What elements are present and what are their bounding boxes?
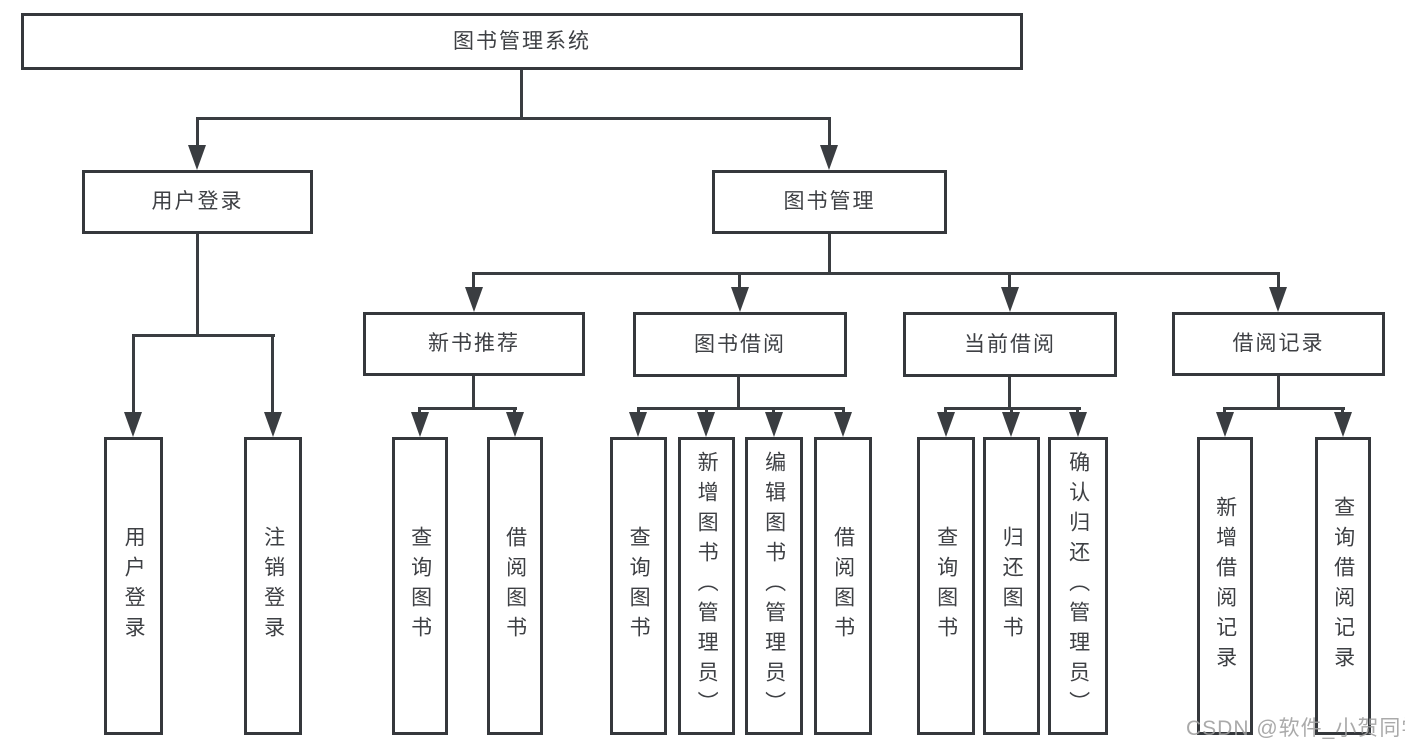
- node-label: 当前借阅: [964, 332, 1056, 356]
- node-book-borrow: 图书借阅: [633, 312, 847, 377]
- arrow-down-icon: [188, 145, 206, 170]
- arrow-down-icon: [264, 412, 282, 437]
- arrow-down-icon: [411, 412, 429, 437]
- node-label: 借阅图书: [831, 526, 855, 646]
- connector-line: [1076, 407, 1079, 416]
- connector-line: [196, 234, 199, 337]
- connector-line: [196, 117, 831, 120]
- node-book-management-module: 图书管理: [712, 170, 947, 234]
- connector-line: [1277, 272, 1280, 292]
- connector-line: [1277, 376, 1280, 409]
- arrow-down-icon: [506, 412, 524, 437]
- node-label: 新增借阅记录: [1213, 496, 1237, 676]
- leaf-query-borrow-record: 查询借阅记录: [1315, 437, 1371, 735]
- connector-line: [520, 69, 523, 119]
- connector-line: [418, 407, 421, 416]
- arrow-down-icon: [1002, 412, 1020, 437]
- node-label: 查询图书: [408, 526, 432, 646]
- leaf-add-books-admin: 新增图书（管理员）: [678, 437, 735, 735]
- connector-line: [705, 407, 708, 416]
- connector-line: [418, 407, 517, 410]
- node-label: 查询图书: [934, 526, 958, 646]
- arrow-down-icon: [937, 412, 955, 437]
- csdn-watermark: CSDN @软件_小贺同学: [1186, 717, 1405, 740]
- arrow-down-icon: [124, 412, 142, 437]
- leaf-borrow-books: 借阅图书: [814, 437, 872, 735]
- connector-line: [772, 407, 775, 416]
- node-label: 确认归还（管理员）: [1066, 451, 1090, 721]
- connector-line: [1223, 407, 1345, 410]
- node-borrow-records: 借阅记录: [1172, 312, 1385, 376]
- leaf-logout: 注销登录: [244, 437, 302, 735]
- leaf-query-books-current: 查询图书: [917, 437, 975, 735]
- leaf-query-books-recommend: 查询图书: [392, 437, 448, 735]
- connector-line: [271, 334, 274, 416]
- arrow-down-icon: [1216, 412, 1234, 437]
- connector-line: [828, 117, 831, 149]
- arrow-down-icon: [1334, 412, 1352, 437]
- connector-line: [637, 407, 640, 416]
- connector-line: [472, 272, 475, 292]
- node-user-login-module: 用户登录: [82, 170, 313, 234]
- node-label: 用户登录: [151, 190, 244, 214]
- leaf-user-login: 用户登录: [104, 437, 163, 735]
- connector-line: [132, 334, 135, 416]
- connector-line: [1008, 272, 1011, 292]
- node-label: 编辑图书（管理员）: [762, 451, 786, 721]
- arrow-down-icon: [1069, 412, 1087, 437]
- connector-line: [1008, 377, 1011, 409]
- arrow-down-icon: [465, 287, 483, 312]
- arrow-down-icon: [697, 412, 715, 437]
- connector-line: [738, 272, 741, 292]
- node-label: 图书借阅: [694, 332, 786, 356]
- arrow-down-icon: [731, 287, 749, 312]
- connector-line: [828, 234, 831, 275]
- arrow-down-icon: [1269, 287, 1287, 312]
- node-label: 新书推荐: [428, 332, 520, 356]
- arrow-down-icon: [820, 145, 838, 170]
- node-label: 注销登录: [261, 526, 285, 646]
- node-current-borrow: 当前借阅: [903, 312, 1117, 377]
- leaf-add-borrow-record: 新增借阅记录: [1197, 437, 1253, 735]
- node-label: 归还图书: [1000, 526, 1024, 646]
- node-label: 查询图书: [627, 526, 651, 646]
- connector-line: [132, 334, 275, 337]
- connector-line: [842, 407, 845, 416]
- arrow-down-icon: [1001, 287, 1019, 312]
- node-label: 借阅图书: [503, 526, 527, 646]
- connector-line: [513, 407, 516, 416]
- node-root-system: 图书管理系统: [21, 13, 1023, 70]
- arrow-down-icon: [834, 412, 852, 437]
- leaf-query-books-borrow: 查询图书: [610, 437, 667, 735]
- node-label: 新增图书（管理员）: [695, 451, 719, 721]
- leaf-confirm-return-admin: 确认归还（管理员）: [1048, 437, 1108, 735]
- node-label: 图书管理: [783, 190, 876, 214]
- connector-line: [944, 407, 947, 416]
- connector-line: [196, 117, 199, 149]
- node-label: 借阅记录: [1232, 332, 1325, 356]
- arrow-down-icon: [765, 412, 783, 437]
- node-new-book-recommend: 新书推荐: [363, 312, 585, 376]
- connector-line: [737, 377, 740, 409]
- leaf-borrow-books-recommend: 借阅图书: [487, 437, 543, 735]
- arrow-down-icon: [629, 412, 647, 437]
- connector-line: [1223, 407, 1226, 416]
- connector-line: [637, 407, 845, 410]
- node-label: 查询借阅记录: [1331, 496, 1355, 676]
- connector-line: [472, 376, 475, 409]
- node-label: 用户登录: [122, 526, 146, 646]
- connector-line: [1341, 407, 1344, 416]
- connector-line: [472, 272, 1280, 275]
- leaf-return-books: 归还图书: [983, 437, 1040, 735]
- leaf-edit-books-admin: 编辑图书（管理员）: [745, 437, 803, 735]
- connector-line: [1010, 407, 1013, 416]
- node-label: 图书管理系统: [453, 29, 591, 53]
